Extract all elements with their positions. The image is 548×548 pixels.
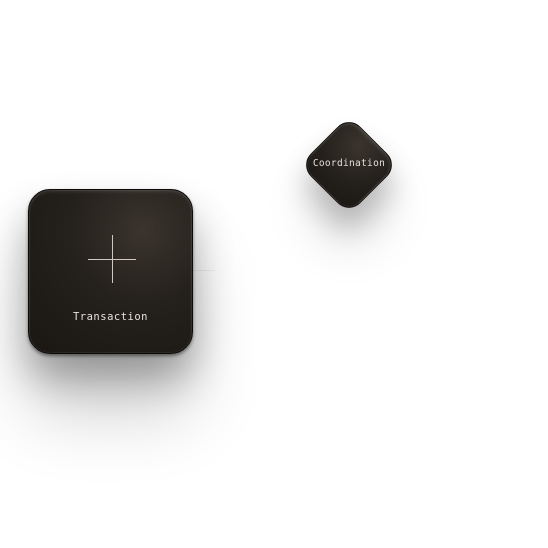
connector-line xyxy=(193,270,215,271)
coordination-node-label: Coordination xyxy=(312,158,386,169)
transaction-node-label: Transaction xyxy=(72,311,149,323)
plus-icon xyxy=(88,235,136,283)
transaction-node[interactable]: Transaction xyxy=(28,189,193,354)
